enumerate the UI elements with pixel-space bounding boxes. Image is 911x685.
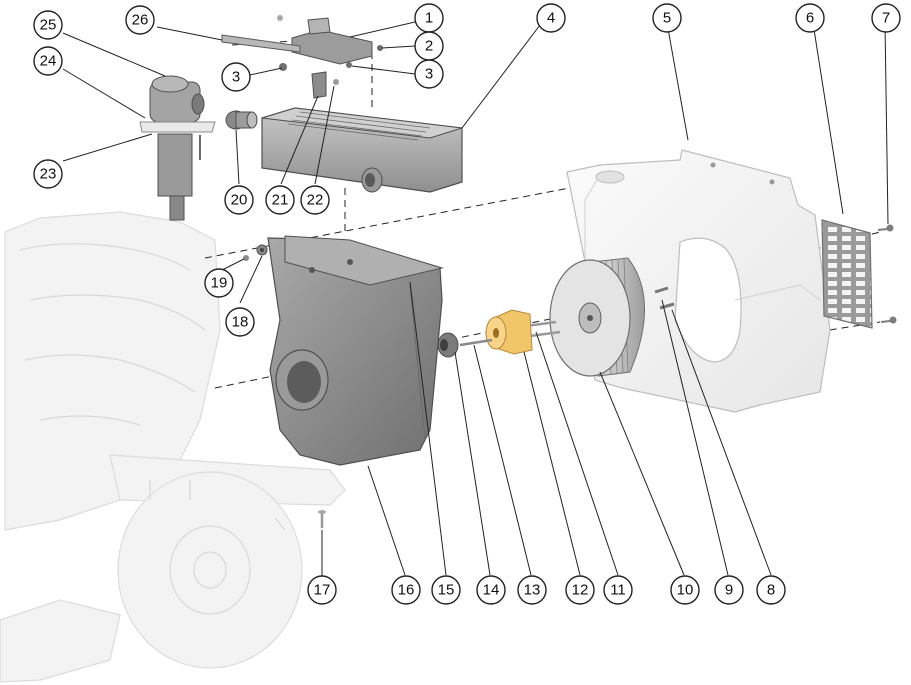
callout-18: 18 [225, 307, 255, 337]
ghost-machine [0, 211, 346, 683]
mounting-bracket [291, 17, 383, 65]
callout-15: 15 [431, 575, 461, 605]
nuts [279, 62, 352, 71]
svg-text:22: 22 [307, 192, 324, 209]
leader-lines [62, 21, 889, 576]
svg-text:14: 14 [483, 582, 500, 599]
callout-24: 24 [33, 46, 63, 76]
callout-3: 3 [414, 59, 444, 89]
svg-text:5: 5 [663, 10, 671, 27]
oil-pump-assembly [139, 75, 216, 221]
callout-9: 9 [714, 575, 744, 605]
bushing [437, 332, 459, 358]
svg-text:8: 8 [767, 582, 775, 599]
blower-housing [267, 235, 444, 466]
callout-8: 8 [756, 575, 786, 605]
svg-text:11: 11 [610, 582, 626, 599]
svg-text:26: 26 [132, 12, 149, 29]
svg-text:3: 3 [425, 66, 433, 83]
mount-screw [318, 510, 326, 528]
callout-17: 17 [307, 575, 337, 605]
callout-6: 6 [795, 3, 825, 33]
coupling [485, 309, 533, 355]
small-clip [311, 71, 339, 99]
svg-text:4: 4 [547, 10, 555, 27]
svg-text:13: 13 [524, 582, 541, 599]
svg-text:23: 23 [40, 166, 57, 183]
grille-screws [877, 224, 897, 324]
svg-text:20: 20 [231, 192, 248, 209]
svg-text:15: 15 [438, 582, 455, 599]
callout-12: 12 [565, 575, 595, 605]
fitting [225, 110, 258, 130]
svg-text:10: 10 [677, 582, 694, 599]
callout-20: 20 [224, 185, 254, 215]
support-bracket [221, 15, 301, 53]
svg-text:19: 19 [211, 275, 228, 292]
svg-text:1: 1 [425, 10, 433, 27]
svg-text:17: 17 [314, 582, 331, 599]
callout-25: 25 [33, 10, 63, 40]
callout-5: 5 [652, 3, 682, 33]
svg-text:25: 25 [40, 17, 57, 34]
callout-10: 10 [670, 575, 700, 605]
drive-shaft [459, 338, 493, 347]
callout-4: 4 [536, 3, 566, 33]
svg-text:3: 3 [232, 69, 240, 86]
svg-text:16: 16 [398, 582, 415, 599]
callout-16: 16 [391, 575, 421, 605]
callout-1: 1 [414, 3, 444, 33]
svg-text:21: 21 [272, 192, 289, 209]
callout-2: 2 [414, 31, 444, 61]
callout-19: 19 [204, 268, 234, 298]
heat-exchanger-box [261, 107, 463, 193]
gasket-and-screw [243, 244, 268, 261]
svg-text:24: 24 [40, 53, 57, 70]
svg-text:2: 2 [425, 38, 433, 55]
callout-7: 7 [871, 3, 901, 33]
svg-text:9: 9 [725, 582, 733, 599]
callout-11: 11 [603, 575, 633, 605]
perforated-grille [821, 219, 873, 329]
callout-21: 21 [265, 185, 295, 215]
motor-screws [654, 286, 675, 310]
callout-22: 22 [300, 185, 330, 215]
callout-23: 23 [33, 159, 63, 189]
svg-text:18: 18 [232, 314, 249, 331]
callout-3: 3 [221, 62, 251, 92]
svg-text:6: 6 [806, 10, 814, 27]
callout-14: 14 [476, 575, 506, 605]
svg-text:12: 12 [572, 582, 589, 599]
callout-13: 13 [517, 575, 547, 605]
fan-wheel [549, 257, 645, 377]
callout-26: 26 [125, 5, 155, 35]
svg-text:7: 7 [882, 10, 890, 27]
